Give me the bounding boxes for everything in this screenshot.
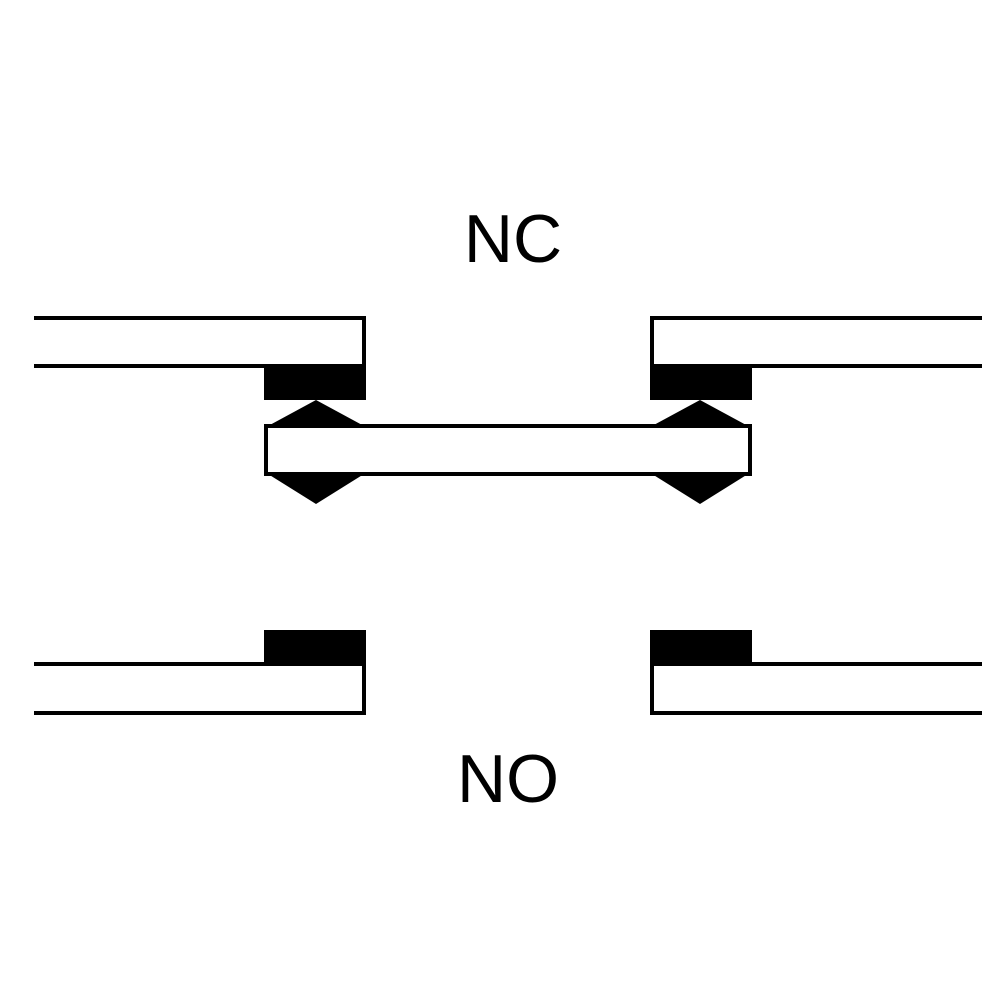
no-contact-pad-left [264,630,366,666]
bridge-tip-bottom-right [652,474,748,504]
moving-bridge [264,424,752,476]
no-terminal-left [34,662,366,715]
nc-terminal-right [650,316,982,368]
nc-contact-pad-left [264,366,366,400]
no-terminal-right [650,662,982,715]
bridge-tip-bottom-left [268,474,364,504]
no-contact-pad-right [650,630,752,666]
nc-contact-pad-right [650,366,752,400]
no-label: NO [457,741,559,817]
bridge-tip-top-right [652,400,748,426]
bridge-tip-top-left [268,400,364,426]
nc-label: NC [464,201,562,277]
nc-terminal-left [34,316,366,368]
